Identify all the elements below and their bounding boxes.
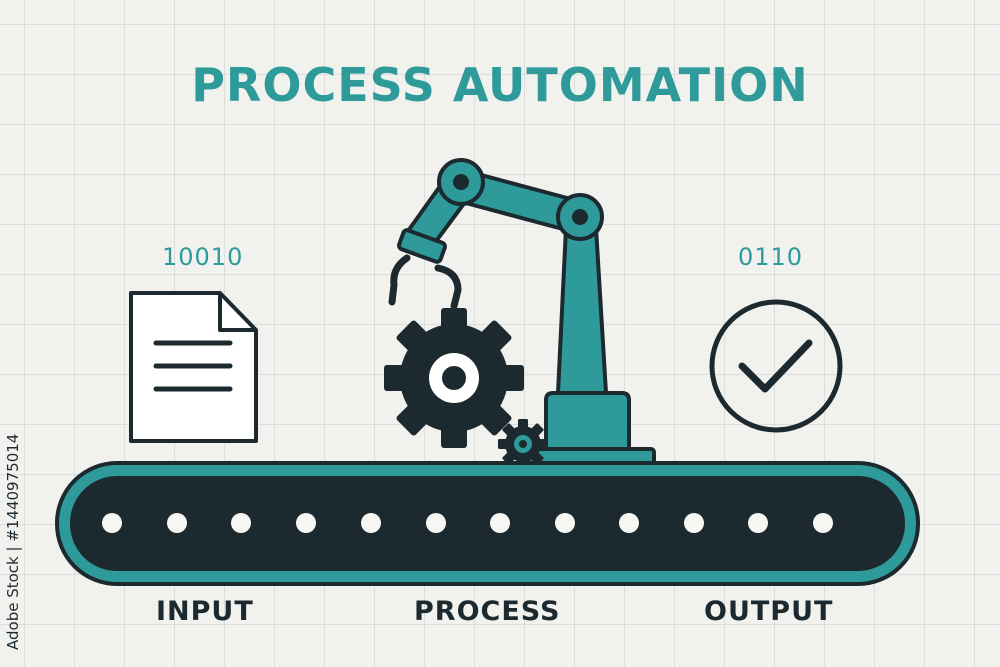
input-binary-code: 10010	[162, 243, 244, 271]
stock-id-label: Adobe Stock | #1440975014	[4, 433, 22, 650]
stage-label-output: OUTPUT	[704, 596, 834, 627]
gear-icon	[384, 308, 524, 448]
check-circle-icon	[709, 299, 843, 433]
stage-label-process: PROCESS	[414, 596, 561, 627]
robot-arm-icon	[388, 158, 656, 467]
stage-label-input: INPUT	[156, 596, 254, 627]
document-icon	[129, 291, 258, 443]
page-title: PROCESS AUTOMATION	[191, 58, 809, 112]
output-binary-code: 0110	[738, 243, 804, 271]
conveyor-belt-icon	[55, 461, 920, 586]
